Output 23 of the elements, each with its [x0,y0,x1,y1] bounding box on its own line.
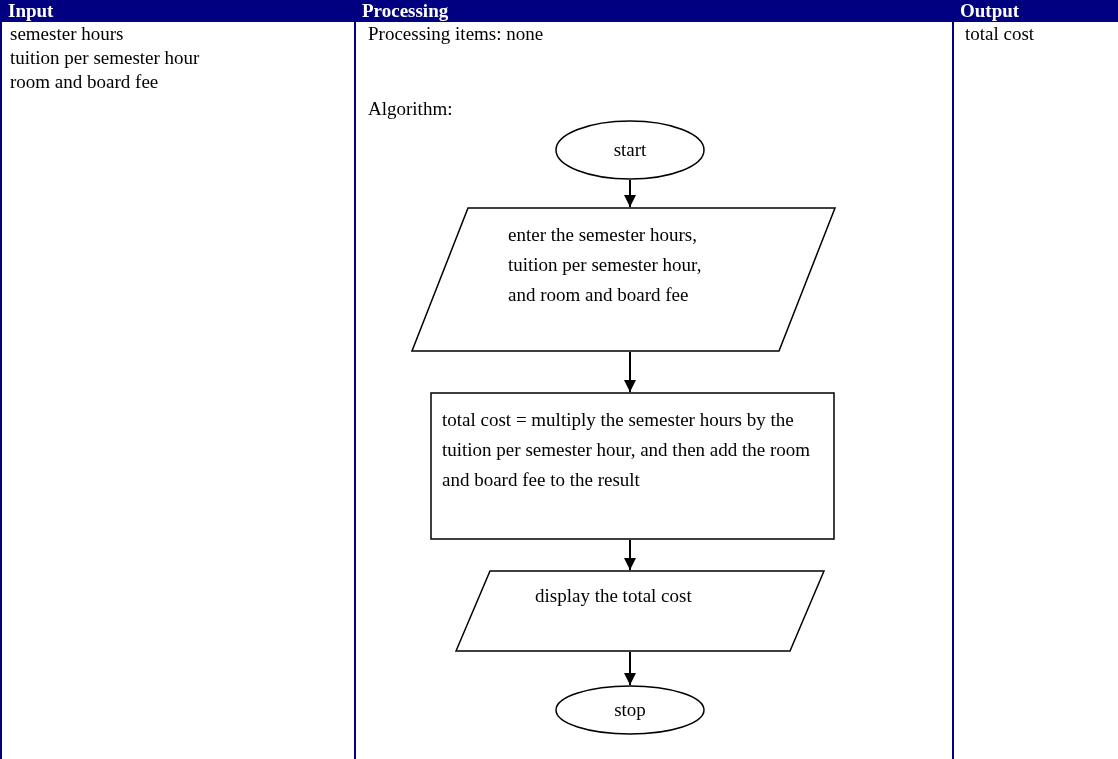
arrow [624,179,636,208]
node-text: display the total cost [535,584,693,608]
node-text: total cost = multiply the semester hours by the tuition per semester hour, and then add the room and board fee to the result [442,408,812,492]
cell-text: Processing items: none [368,22,544,46]
process-box [430,392,835,540]
cell-text: semester hours [10,22,124,46]
arrow [624,651,636,686]
arrow [624,351,636,393]
arrow [624,539,636,571]
cell-text: total cost [965,22,1035,46]
column-header: Processing [354,0,952,22]
node-text: stop [613,698,647,722]
cell-text: tuition per semester hour [10,46,200,70]
input-output-parallelogram [455,570,825,652]
column-header: Output [952,0,1118,22]
cell-text: Algorithm: [368,97,453,121]
terminator-oval [555,120,705,180]
node-text: enter the semester hours, tuition per semester hour, and room and board fee [508,223,703,307]
cell-text: room and board fee [10,70,159,94]
column-header: Input [0,0,354,22]
terminator-oval [555,685,705,735]
input-output-parallelogram [411,207,836,352]
node-text: start [612,138,648,162]
